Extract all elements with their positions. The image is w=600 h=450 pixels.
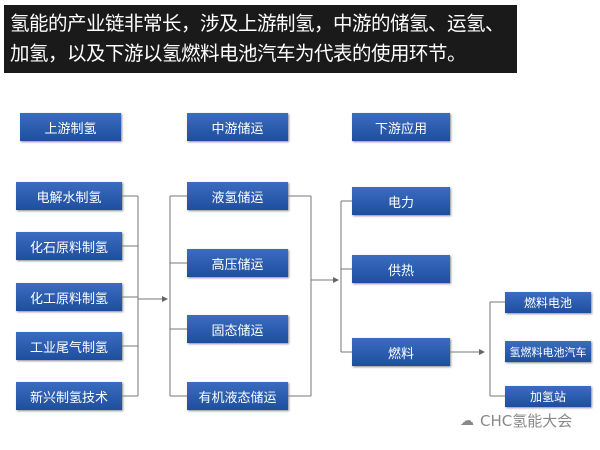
upstream-item: 工业尾气制氢 [16, 332, 122, 360]
watermark: ☁ CHC氢能大会 [460, 410, 572, 431]
fuel-item: 加氢站 [505, 386, 591, 407]
downstream-item: 燃料 [352, 338, 450, 366]
fuel-item: 燃料电池 [505, 292, 591, 313]
header-midstream: 中游储运 [187, 113, 288, 141]
upstream-item: 新兴制氢技术 [16, 382, 122, 410]
upstream-item: 化工原料制氢 [16, 283, 122, 311]
midstream-item: 液氢储运 [187, 182, 288, 210]
upstream-item: 电解水制氢 [16, 182, 122, 210]
midstream-item: 高压储运 [187, 249, 288, 277]
midstream-item: 固态储运 [187, 315, 288, 343]
midstream-item: 有机液态储运 [187, 382, 288, 410]
caption-line-2: 加氢，以及下游以氢燃料电池汽车为代表的使用环节。 [10, 42, 467, 65]
fuel-item: 氢燃料电池汽车 [505, 341, 591, 362]
caption-line-1: 氢能的产业链非常长，涉及上游制氢，中游的储氢、运氢、 [10, 12, 505, 35]
header-downstream: 下游应用 [352, 113, 450, 141]
wechat-icon: ☁ [460, 412, 474, 429]
watermark-text: CHC氢能大会 [480, 412, 573, 430]
caption-banner: 氢能的产业链非常长，涉及上游制氢，中游的储氢、运氢、 加氢，以及下游以氢燃料电池… [4, 5, 517, 73]
downstream-item: 供热 [352, 255, 450, 283]
header-upstream: 上游制氢 [20, 113, 121, 141]
upstream-item: 化石原料制氢 [16, 232, 122, 260]
downstream-item: 电力 [352, 187, 450, 215]
